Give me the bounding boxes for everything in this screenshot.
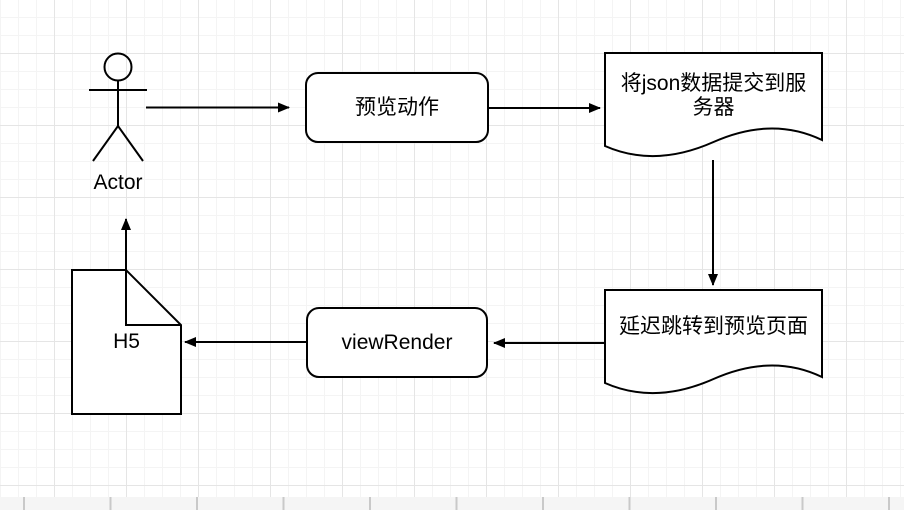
- actor-body: [89, 80, 147, 162]
- viewrender-node[interactable]: [306, 307, 488, 378]
- actor-head: [103, 52, 133, 82]
- preview-action-node[interactable]: [305, 72, 489, 143]
- h5-note-node[interactable]: [71, 269, 182, 415]
- page-edge-bottom: [0, 497, 904, 510]
- actor-figure[interactable]: [89, 52, 147, 162]
- h5-note-fold: [125, 270, 181, 326]
- submit-json-node[interactable]: [604, 52, 823, 158]
- delay-redirect-node[interactable]: [604, 289, 823, 395]
- h5-note-outline: [71, 269, 182, 415]
